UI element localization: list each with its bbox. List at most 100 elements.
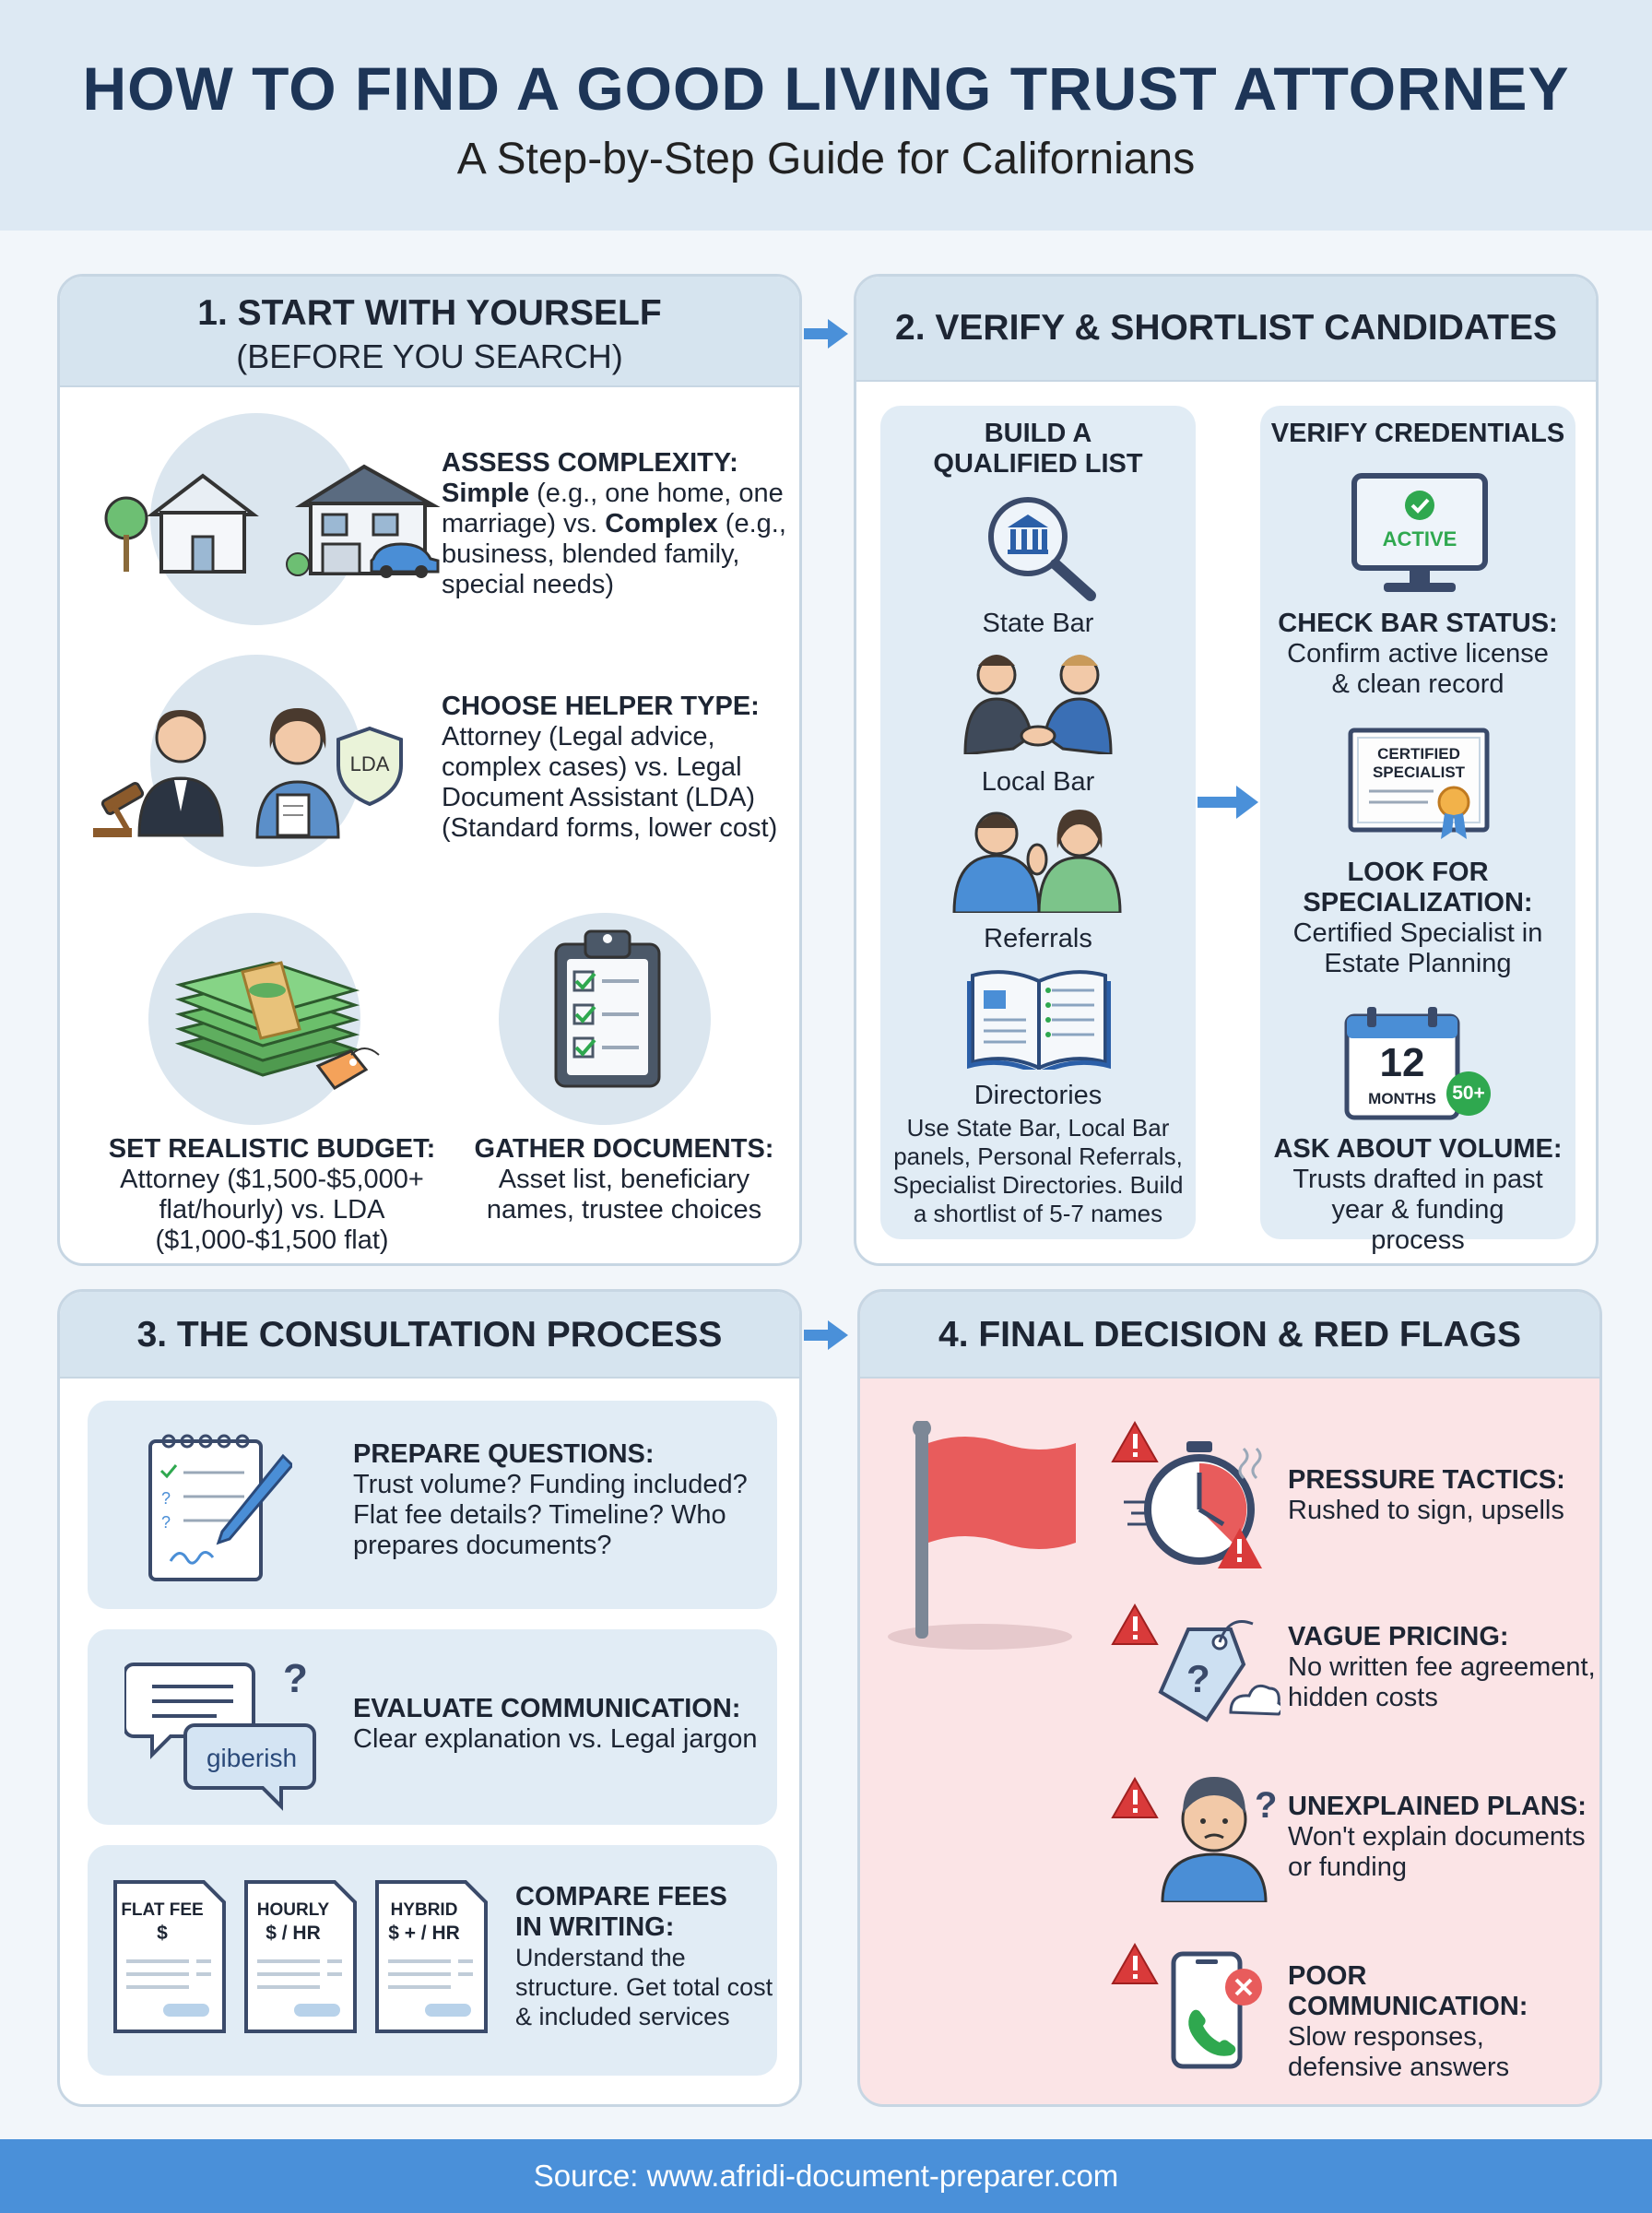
- calendar-icon: 12 MONTHS 50+: [1341, 1003, 1494, 1123]
- documents-text: GATHER DOCUMENTS: Asset list, beneficiar…: [458, 1134, 790, 1225]
- fee-doc-hourly-sub: $ / HR: [266, 1923, 321, 1944]
- qualified-list-title-line2: QUALIFIED LIST: [933, 449, 1143, 479]
- assistant-icon: [250, 703, 351, 841]
- arrow-step1-to-step2: [804, 315, 850, 352]
- panel-step2-header: 2. VERIFY & SHORTLIST CANDIDATES: [856, 277, 1596, 382]
- fee-doc-hybrid-title: HYBRID: [390, 1900, 458, 1920]
- step1-title: 1. START WITH YOURSELF: [197, 293, 662, 333]
- list-item-local-bar: Local Bar: [981, 767, 1095, 797]
- page-subtitle: A Step-by-Step Guide for Californians: [456, 135, 1196, 183]
- helper-desc: Attorney (Legal advice, complex cases) v…: [442, 722, 778, 843]
- fee-doc-flat-title: FLAT FEE: [121, 1900, 204, 1920]
- phone-icon: [1162, 1950, 1282, 2070]
- speech-bubbles-icon: ? giberish: [124, 1646, 327, 1812]
- panel-step3: 3. THE CONSULTATION PROCESS ? ? PREPARE …: [57, 1289, 802, 2107]
- warning-icon: [1111, 1421, 1159, 1463]
- flag-vague-pricing: VAGUE PRICING: No written fee agreement,…: [1288, 1622, 1599, 1713]
- flag-vague-label: VAGUE PRICING:: [1288, 1622, 1509, 1651]
- volume-text: ASK ABOUT VOLUME: Trusts drafted in past…: [1260, 1134, 1575, 1256]
- communication-desc: Clear explanation vs. Legal jargon: [353, 1724, 758, 1754]
- page-title: HOW TO FIND A GOOD LIVING TRUST ATTORNEY: [82, 54, 1570, 123]
- helper-text: CHOOSE HELPER TYPE: Attorney (Legal advi…: [442, 692, 792, 844]
- assess-text: ASSESS COMPLEXITY: Simple (e.g., one hom…: [442, 448, 792, 600]
- warning-icon: [1111, 1777, 1159, 1819]
- flag-pressure-label: PRESSURE TACTICS:: [1288, 1465, 1565, 1495]
- bar-status-desc: Confirm active license & clean record: [1287, 639, 1549, 699]
- stopwatch-icon: [1115, 1436, 1280, 1574]
- svg-text:?: ?: [1255, 1785, 1277, 1826]
- fee-doc-hybrid-sub: $ + / HR: [388, 1923, 460, 1944]
- notepad-pen-icon: ? ?: [145, 1430, 292, 1587]
- confused-person-icon: ?: [1153, 1773, 1292, 1902]
- panel-step1-header: 1. START WITH YOURSELF (BEFORE YOU SEARC…: [60, 277, 799, 387]
- panel-step2: 2. VERIFY & SHORTLIST CANDIDATES BUILD A…: [854, 274, 1599, 1266]
- gibberish-bubble-text: giberish: [206, 1744, 298, 1772]
- fee-documents: FLAT FEE $ HOURLY $ / HR HYBRID $ + / HR: [112, 1878, 508, 2053]
- list-item-state-bar: State Bar: [982, 609, 1094, 638]
- communication-label: EVALUATE COMMUNICATION:: [353, 1694, 741, 1723]
- flag-vague-desc: No written fee agreement, hidden costs: [1288, 1652, 1596, 1712]
- list-item-referrals: Referrals: [984, 924, 1092, 953]
- panel-step4-header: 4. FINAL DECISION & RED FLAGS: [860, 1292, 1599, 1379]
- communication-text: EVALUATE COMMUNICATION: Clear explanatio…: [353, 1694, 768, 1755]
- questions-text: PREPARE QUESTIONS: Trust volume? Funding…: [353, 1439, 768, 1561]
- assess-simple-text: (e.g., one home, one marriage) vs.: [442, 479, 784, 538]
- flag-unexplained-desc: Won't explain documents or funding: [1288, 1822, 1586, 1882]
- calendar-unit: MONTHS: [1368, 1090, 1436, 1107]
- qualified-list-note: Use State Bar, Local Bar panels, Persona…: [892, 1114, 1184, 1227]
- svg-text:?: ?: [161, 1489, 171, 1508]
- svg-text:?: ?: [161, 1513, 171, 1532]
- money-icon: [171, 941, 383, 1106]
- flag-poor-desc: Slow responses, defensive answers: [1288, 2022, 1510, 2082]
- step3-title: 3. THE CONSULTATION PROCESS: [136, 1315, 723, 1355]
- cert-line1: CERTIFIED: [1377, 745, 1460, 763]
- qualified-list-title-line1: BUILD A: [984, 419, 1092, 448]
- flag-unexplained-plans: UNEXPLAINED PLANS: Won't explain documen…: [1288, 1792, 1599, 1883]
- fees-label-line1: COMPARE FEES: [515, 1882, 727, 1911]
- volume-desc: Trusts drafted in past year & funding pr…: [1292, 1165, 1543, 1255]
- helper-label: CHOOSE HELPER TYPE:: [442, 692, 760, 721]
- verify-credentials-title: VERIFY CREDENTIALS: [1270, 419, 1565, 448]
- calendar-number: 12: [1379, 1040, 1425, 1085]
- list-item-directories: Directories: [974, 1081, 1103, 1110]
- specialization-label: LOOK FOR SPECIALIZATION:: [1303, 858, 1533, 917]
- warning-icon: [1111, 1604, 1159, 1646]
- search-courthouse-icon: [980, 491, 1100, 601]
- cert-line2: SPECIALIST: [1372, 763, 1466, 781]
- bar-status-text: CHECK BAR STATUS: Confirm active license…: [1260, 609, 1575, 700]
- footer-source: Source: www.afridi-document-preparer.com: [0, 2139, 1652, 2213]
- specialization-text: LOOK FOR SPECIALIZATION: Certified Speci…: [1260, 858, 1575, 979]
- arrow-list-to-verify: [1196, 782, 1262, 822]
- svg-text:?: ?: [283, 1656, 308, 1701]
- fees-text: COMPARE FEES IN WRITING: Understand the …: [515, 1882, 783, 2031]
- documents-desc: Asset list, beneficiary names, trustee c…: [486, 1165, 762, 1225]
- step2-title: 2. VERIFY & SHORTLIST CANDIDATES: [895, 308, 1557, 348]
- monitor-active-text: ACTIVE: [1382, 527, 1457, 550]
- price-tag-icon: ?: [1142, 1611, 1280, 1731]
- panel-step1: 1. START WITH YOURSELF (BEFORE YOU SEARC…: [57, 274, 802, 1266]
- fee-doc-hourly-title: HOURLY: [256, 1900, 330, 1920]
- step4-title: 4. FINAL DECISION & RED FLAGS: [938, 1315, 1521, 1355]
- certificate-icon: CERTIFIED SPECIALIST: [1345, 727, 1493, 841]
- flag-poor-communication: POOR COMMUNICATION: Slow responses, defe…: [1288, 1961, 1599, 2083]
- handshake-icon: [960, 647, 1116, 754]
- clipboard-icon: [549, 926, 668, 1092]
- fee-doc-flat-sub: $: [157, 1923, 168, 1944]
- panel-step4: 4. FINAL DECISION & RED FLAGS PRESSURE T…: [857, 1289, 1602, 2107]
- questions-desc: Trust volume? Funding included? Flat fee…: [353, 1470, 748, 1560]
- monitor-check-icon: ACTIVE: [1351, 472, 1489, 601]
- lda-shield-icon: LDA: [335, 725, 405, 808]
- assess-simple-word: Simple: [442, 479, 530, 508]
- questions-label: PREPARE QUESTIONS:: [353, 1439, 655, 1469]
- assess-label: ASSESS COMPLEXITY:: [442, 448, 738, 478]
- flag-poor-label: POOR COMMUNICATION:: [1288, 1961, 1528, 2021]
- bar-status-label: CHECK BAR STATUS:: [1278, 609, 1558, 638]
- fee-document-icon: FLAT FEE $: [112, 1878, 228, 2035]
- people-icon: [949, 802, 1124, 913]
- calendar-badge: 50+: [1452, 1083, 1485, 1104]
- budget-label: SET REALISTIC BUDGET:: [108, 1134, 436, 1164]
- assess-complex-text: (e.g., business, blended family, special…: [442, 509, 786, 599]
- arrow-step3-to-step4: [804, 1317, 850, 1354]
- judge-icon: [93, 701, 241, 839]
- fees-desc: Understand the structure. Get total cost…: [515, 1944, 773, 2030]
